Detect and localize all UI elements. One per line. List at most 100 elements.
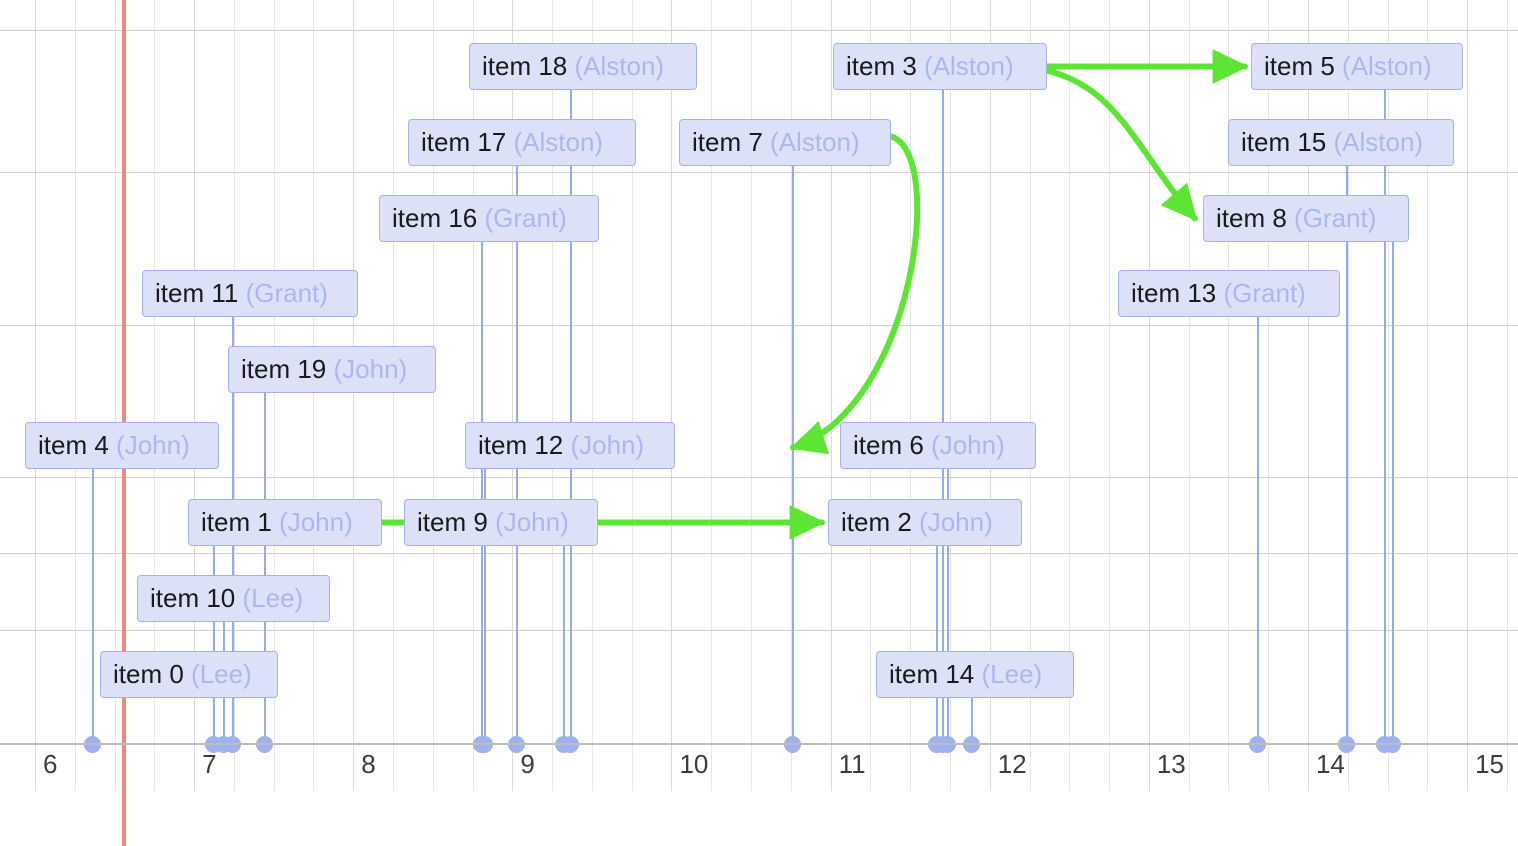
gridline-minor [154,0,155,791]
gridline-horizontal [0,30,1518,31]
gridline-minor [552,0,553,791]
timeline-item-item-0[interactable]: item 0 (Lee) [100,651,278,698]
item-group-label: (John) [495,507,569,537]
gridline-minor [592,0,593,791]
gridline-horizontal [0,630,1518,631]
item-group-label: (John) [333,354,408,384]
gridline-minor [1069,0,1070,791]
item-stem [1346,166,1348,743]
item-label: item 9 [417,507,488,537]
item-group-label: (John) [570,430,645,460]
item-group-label: (Alston) [574,51,665,81]
gridline-major [194,0,195,791]
item-group-label: (John) [116,430,190,460]
gridline-major [671,0,672,791]
timeline-item-item-15[interactable]: item 15 (Alston) [1228,119,1454,166]
timeline-item-item-19[interactable]: item 19 (John) [228,346,436,393]
timeline-item-item-6[interactable]: item 6 (John) [840,422,1036,469]
axis-tick-label: 13 [1156,749,1186,779]
timeline-item-item-5[interactable]: item 5 (Alston) [1251,43,1463,90]
gridline-major [1308,0,1309,791]
item-label: item 15 [1241,127,1327,157]
gridline-minor [115,0,116,791]
axis-tick-label: 12 [997,749,1027,779]
item-stem [1392,242,1394,743]
timeline-item-item-16[interactable]: item 16 (Grant) [379,195,599,242]
timeline-item-item-9[interactable]: item 9 (John) [404,499,598,546]
timeline-item-item-2[interactable]: item 2 (John) [828,499,1022,546]
timeline-item-item-13[interactable]: item 13 (Grant) [1118,270,1340,317]
item-label: item 14 [889,659,975,689]
item-group-label: (Grant) [484,203,567,233]
item-group-label: (John) [931,430,1005,460]
gridline-minor [711,0,712,791]
item-label: item 8 [1216,203,1287,233]
item-label: item 18 [482,51,568,81]
gridline-horizontal [0,553,1518,554]
axis-tick-label: 15 [1475,749,1504,779]
gridline-horizontal [0,477,1518,478]
gridline-minor [473,0,474,791]
gridline-minor [75,0,76,791]
item-group-label: (Grant) [1223,278,1306,308]
item-group-label: (Grant) [245,278,328,308]
item-group-label: (Lee) [242,583,304,613]
gridline-major [353,0,354,791]
item-stem [792,166,794,743]
gridline-minor [1348,0,1349,791]
gridline-minor [1030,0,1031,791]
gridline-minor [1388,0,1389,791]
gridline-minor [433,0,434,791]
item-label: item 13 [1131,278,1217,308]
item-stem [563,546,565,743]
item-label: item 10 [150,583,236,613]
gridline-minor [274,0,275,791]
timeline-item-item-8[interactable]: item 8 (Grant) [1203,195,1409,242]
item-group-label: (Lee) [191,659,252,689]
gridline-minor [393,0,394,791]
item-group-label: (Alston) [513,127,604,157]
item-label: item 0 [113,659,184,689]
item-label: item 1 [201,507,272,537]
gridline-major [512,0,513,791]
gridline-minor [632,0,633,791]
item-label: item 6 [853,430,924,460]
item-stem [1257,317,1259,743]
item-group-label: (Alston) [924,51,1014,81]
item-label: item 12 [478,430,564,460]
timeline-item-item-17[interactable]: item 17 (Alston) [408,119,636,166]
item-label: item 16 [392,203,478,233]
timeline-item-item-7[interactable]: item 7 (Alston) [679,119,891,166]
axis-tick-label: 11 [838,749,866,779]
item-stem [484,469,486,743]
gridline-horizontal [0,325,1518,326]
item-stem [1384,90,1386,743]
timeline-item-item-11[interactable]: item 11 (Grant) [142,270,358,317]
timeline-item-item-1[interactable]: item 1 (John) [188,499,382,546]
timeline-item-item-18[interactable]: item 18 (Alston) [469,43,697,90]
timeline-item-item-4[interactable]: item 4 (John) [25,422,219,469]
item-label: item 5 [1264,51,1335,81]
axis-tick-label: 8 [361,749,376,779]
timeline-item-item-12[interactable]: item 12 (John) [465,422,675,469]
item-label: item 4 [38,430,109,460]
timeline-item-item-10[interactable]: item 10 (Lee) [137,575,330,622]
timeline-item-item-3[interactable]: item 3 (Alston) [833,43,1047,90]
gridline-major [1149,0,1150,791]
gridline-minor [1427,0,1428,791]
item-group-label: (Alston) [1342,51,1432,81]
gridline-minor [1507,0,1508,791]
gridline-minor [1268,0,1269,791]
item-stem [936,546,938,743]
item-stem [570,90,572,743]
item-group-label: (Grant) [1294,203,1377,233]
gridline-minor [1189,0,1190,791]
timeline-item-item-14[interactable]: item 14 (Lee) [876,651,1074,698]
gridline-major [990,0,991,791]
item-label: item 3 [846,51,917,81]
axis-tick-label: 9 [520,749,535,779]
item-stem [971,698,973,743]
axis-tick-label: 14 [1315,749,1345,779]
gridline-horizontal [0,172,1518,173]
